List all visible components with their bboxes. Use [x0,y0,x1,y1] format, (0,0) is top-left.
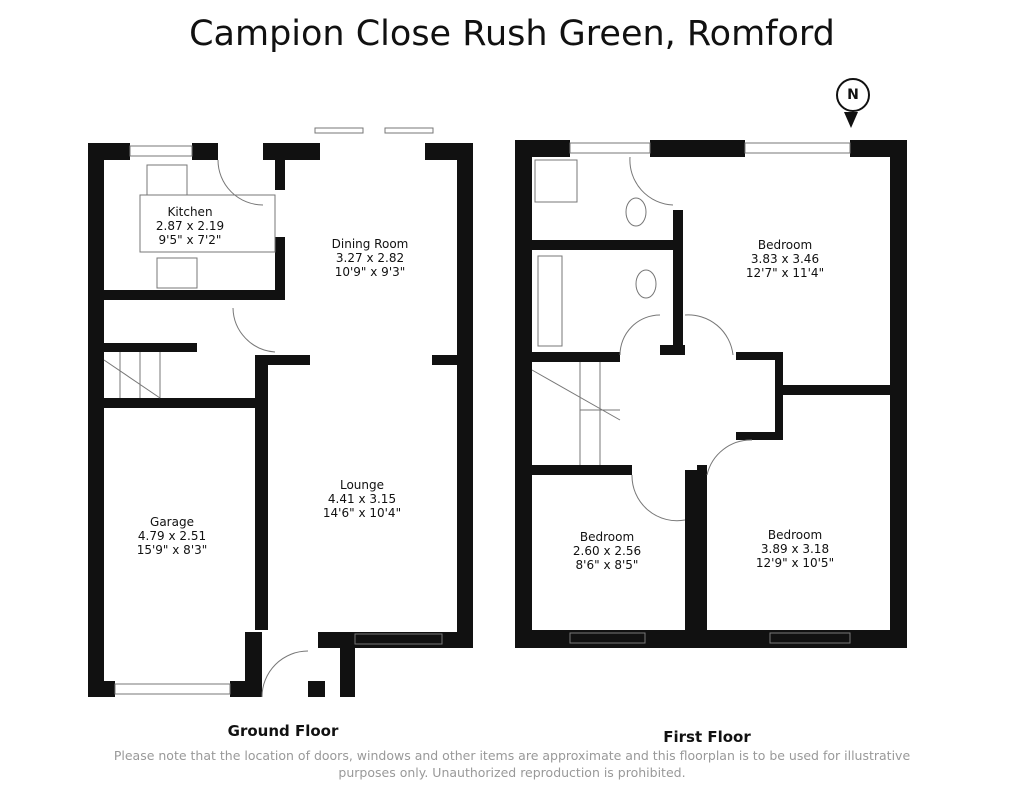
north-compass-icon: N [836,78,870,112]
disclaimer-line-1: Please note that the location of doors, … [113,748,911,763]
north-arrow-icon [844,112,858,128]
ground-floor-walls [88,143,473,697]
disclaimer-line-2: purposes only. Unauthorized reproduction… [338,765,686,780]
ground-floor-label: Ground Floor [227,722,339,740]
first-floor-label: First Floor [663,728,751,746]
page-title: Campion Close Rush Green, Romford [189,14,835,54]
disclaimer: Please note that the location of doors, … [0,747,1024,781]
ground-floor-windows [103,127,443,698]
first-floor-fixtures [531,142,851,644]
